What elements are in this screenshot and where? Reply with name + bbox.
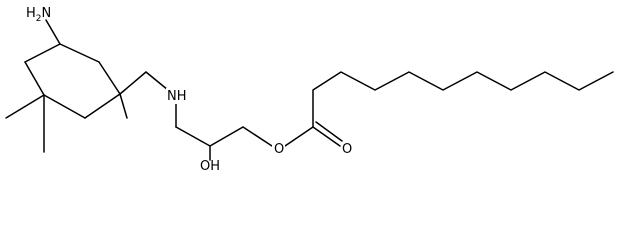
methyl-bond xyxy=(5,94,45,119)
carbonyl-bond xyxy=(315,121,343,142)
ring-bond xyxy=(43,94,86,119)
secondary-amine-label: NH xyxy=(167,89,187,104)
ester-bond xyxy=(284,126,314,147)
ring-bond xyxy=(98,61,121,95)
carbonyl-bond xyxy=(312,126,341,147)
ester-bond xyxy=(242,126,273,147)
methyl-bond xyxy=(119,93,128,119)
ring-bond xyxy=(59,43,100,63)
chain-bond xyxy=(209,126,244,147)
ring-bond xyxy=(84,93,121,119)
ester-oxygen-label: O xyxy=(274,142,284,157)
ring-bond xyxy=(24,43,61,63)
nh-label-mask xyxy=(166,88,188,104)
ring-bond xyxy=(24,61,45,96)
hydroxyl-label: OH xyxy=(200,159,220,174)
chain-bond xyxy=(145,71,169,91)
amine-bond xyxy=(45,19,61,45)
methylene-bond xyxy=(119,71,147,95)
carbonyl-oxygen-label: O xyxy=(342,142,352,157)
cyclohexane-ring xyxy=(24,43,121,119)
amine-label: H2N xyxy=(26,6,51,24)
chain-bond xyxy=(175,126,211,147)
ester-oxygen-mask xyxy=(272,141,285,156)
alkyl-chain xyxy=(312,71,614,128)
structure-canvas: H2N NH OH O O xyxy=(5,6,614,174)
